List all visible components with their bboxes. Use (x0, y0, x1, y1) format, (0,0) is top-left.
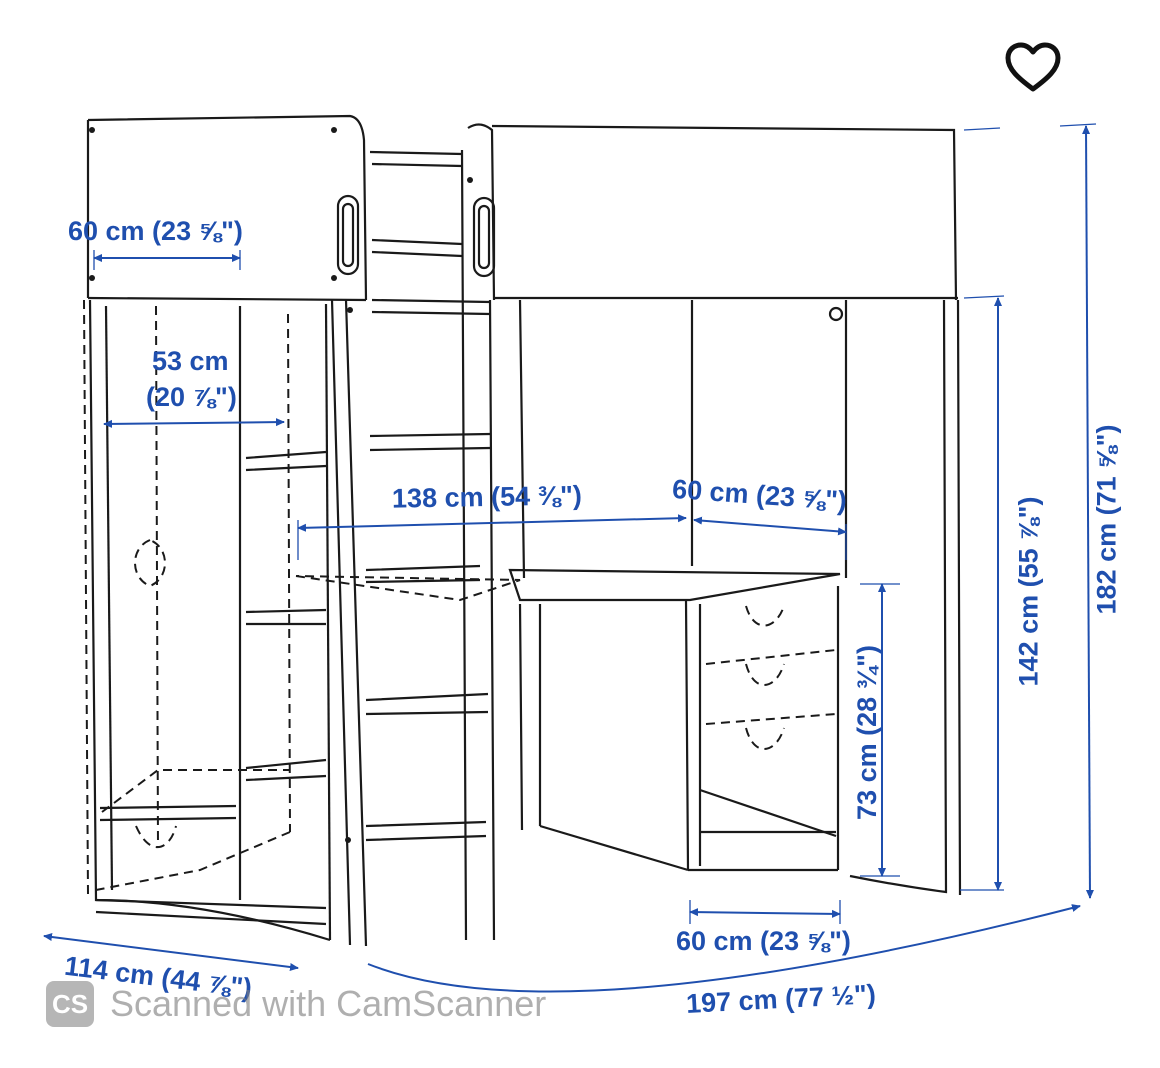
dimension-desk-length-label: 138 cm (54 ⅜") (391, 480, 583, 514)
hidden-lines (83, 299, 837, 896)
favorite-button[interactable] (1004, 42, 1062, 94)
dimension-desk-height-label: 73 cm (28 ¾") (851, 645, 882, 820)
dimension-total-height-label: 182 cm (71 ⅝") (1091, 424, 1122, 615)
watermark-text: Scanned with CamScanner (110, 983, 547, 1024)
dimension-arrows (43, 125, 1094, 993)
heart-outline-icon (1005, 42, 1061, 92)
dimension-wardrobe-inner-label: 53 cm (152, 346, 229, 376)
dimension-drawer-width-label: 60 cm (23 ⅝") (676, 926, 851, 956)
extension-lines (93, 123, 1097, 924)
dimension-wardrobe-inner-inch-label: (20 ⅞") (146, 382, 237, 412)
dimension-under-bed-height-label: 142 cm (55 ⅞") (1013, 496, 1044, 687)
frame-bolts (89, 127, 473, 843)
camscanner-logo-icon: CS (46, 981, 94, 1027)
dimension-top-width-label: 60 cm (23 ⅝") (68, 216, 243, 246)
furniture-outline (86, 114, 962, 947)
camscanner-watermark: CS Scanned with CamScanner (46, 980, 546, 1028)
